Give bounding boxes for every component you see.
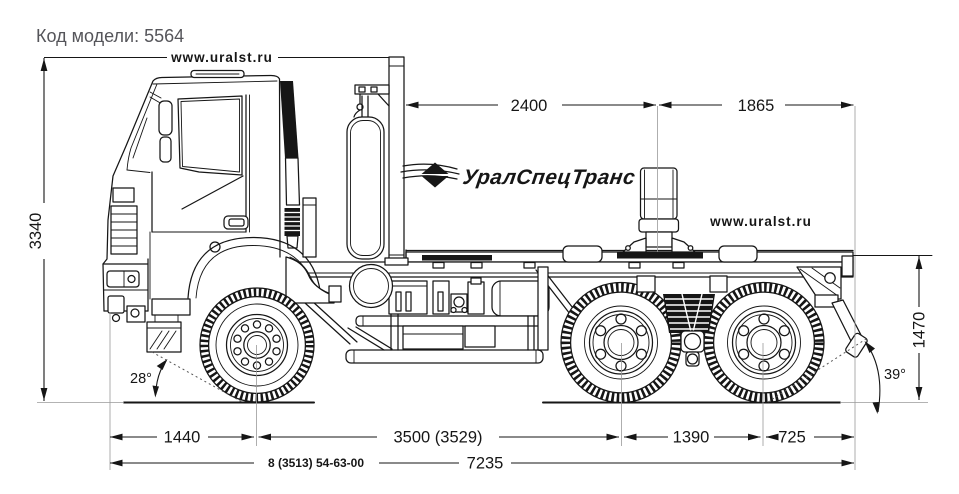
dim-overall-length: 8 (3513) 54-63-00 7235 bbox=[110, 455, 854, 473]
dim-top-2400: 2400 bbox=[406, 97, 656, 115]
wide-angle-mirror bbox=[159, 136, 172, 163]
model-code: Код модели: 5564 bbox=[36, 26, 184, 46]
hooklift-mast bbox=[388, 56, 405, 265]
behind-cab-equipment bbox=[346, 56, 409, 309]
dim-label-1470: 1470 bbox=[911, 312, 929, 349]
front-wheel bbox=[199, 287, 315, 403]
side-mirror bbox=[158, 100, 173, 136]
dim-label-1390: 1390 bbox=[673, 429, 710, 447]
annotations: Код модели: 5564 www.uralst.ru www.urals… bbox=[36, 26, 812, 229]
dim-top-1865: 1865 bbox=[659, 97, 854, 115]
departure-angle: 39° bbox=[767, 338, 906, 414]
dim-bottom-1440: 1440 bbox=[110, 429, 254, 447]
dim-label-phone: 8 (3513) 54-63-00 bbox=[268, 456, 364, 470]
front-fender-arch bbox=[187, 236, 322, 299]
dim-label-7235: 7235 bbox=[467, 455, 504, 473]
approach-angle: 28° bbox=[130, 351, 243, 403]
dim-label-3500: 3500 (3529) bbox=[394, 429, 483, 447]
approach-angle-label: 28° bbox=[130, 371, 152, 387]
dim-height-overall: 3340 bbox=[27, 56, 389, 401]
truck-drawing bbox=[37, 56, 928, 404]
site-url-top: www.uralst.ru bbox=[170, 50, 273, 65]
dimension-annotations: 3340 2400 1865 1470 bbox=[27, 56, 929, 473]
dim-height-rear: 1470 bbox=[911, 256, 929, 400]
hooklift-arm-tank bbox=[346, 116, 385, 260]
air-intake-stripe bbox=[280, 81, 299, 158]
rear-wheel-2 bbox=[703, 281, 825, 404]
extension-lines bbox=[109, 106, 933, 470]
dim-label-2400: 2400 bbox=[511, 97, 548, 115]
site-url-right: www.uralst.ru bbox=[709, 214, 812, 229]
dim-bottom-725: 725 bbox=[766, 429, 854, 447]
hooklift-cylinder bbox=[617, 167, 703, 259]
departure-angle-label: 39° bbox=[884, 367, 906, 383]
dim-bottom-3500: 3500 (3529) bbox=[258, 429, 619, 447]
cab bbox=[102, 69, 342, 353]
dim-label-1440: 1440 bbox=[164, 429, 201, 447]
rear-wheel-1 bbox=[560, 281, 682, 404]
dim-label-3340: 3340 bbox=[27, 213, 45, 250]
dim-label-725: 725 bbox=[778, 429, 806, 447]
side-window bbox=[177, 95, 243, 176]
dim-label-1865: 1865 bbox=[738, 97, 775, 115]
air-reservoir bbox=[348, 263, 394, 309]
dim-bottom-1390: 1390 bbox=[624, 429, 761, 447]
logo-swoosh-icon bbox=[400, 162, 460, 188]
logo-text: УралСпецТранс bbox=[461, 166, 637, 189]
bogie-suspension bbox=[636, 275, 728, 367]
underframe-equipment bbox=[304, 266, 577, 364]
logo: УралСпецТранс bbox=[400, 162, 637, 189]
